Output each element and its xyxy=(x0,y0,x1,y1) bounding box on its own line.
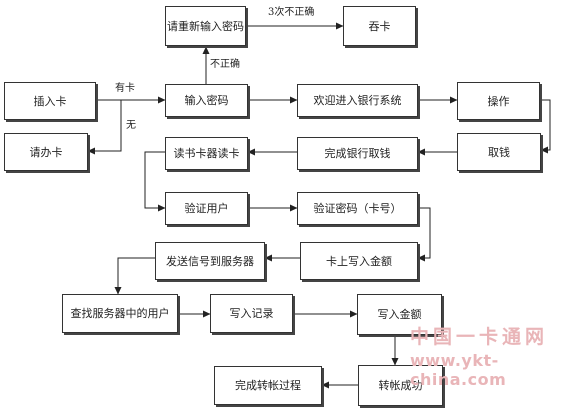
label-no-card: 无 xyxy=(126,120,136,131)
operation-box: 操作 xyxy=(457,82,540,120)
card-reader-box: 读书卡器读卡 xyxy=(165,137,248,170)
write-amount-box: 写入金额 xyxy=(357,294,442,335)
retain-card-box: 吞卡 xyxy=(343,6,416,46)
find-user-box: 查找服务器中的用户 xyxy=(62,294,178,333)
send-signal-box: 发送信号到服务器 xyxy=(155,242,265,280)
arrow-send-signal-to-find-user xyxy=(114,257,155,295)
reenter-password-box: 请重新输入密码 xyxy=(165,6,246,46)
transfer-success-box: 转帐成功 xyxy=(358,365,443,406)
insert-card-box: 插入卡 xyxy=(4,82,96,120)
watermark-url: www.ykt-china.com xyxy=(410,351,507,389)
label-has-card: 有卡 xyxy=(115,83,135,94)
complete-transfer-box: 完成转帐过程 xyxy=(214,366,322,405)
welcome-box: 欢迎进入银行系统 xyxy=(297,84,418,117)
retry-card-box: 请办卡 xyxy=(4,133,88,171)
watermark-chinese: 中国一卡通网 xyxy=(410,326,549,348)
label-incorrect: 不正确 xyxy=(210,59,240,70)
write-record-box: 写入记录 xyxy=(210,294,293,333)
arrow-operation-to-withdraw xyxy=(540,99,551,154)
arrow-insert-to-retry xyxy=(87,100,122,155)
label-three-times-wrong: 3次不正确 xyxy=(268,7,315,18)
verify-password-box: 验证密码（卡号） xyxy=(297,192,418,225)
arrow-verify-password-to-write-card xyxy=(417,207,431,262)
write-card-amount-box: 卡上写入金额 xyxy=(300,242,418,280)
withdraw-box: 取钱 xyxy=(457,133,541,171)
site-watermark: 中国一卡通网 www.ykt-china.com xyxy=(410,322,570,389)
complete-withdrawal-box: 完成银行取钱 xyxy=(297,137,418,170)
arrow-reader-to-verify-user xyxy=(144,151,166,212)
verify-user-box: 验证用户 xyxy=(165,192,248,225)
enter-password-box: 输入密码 xyxy=(165,84,248,117)
